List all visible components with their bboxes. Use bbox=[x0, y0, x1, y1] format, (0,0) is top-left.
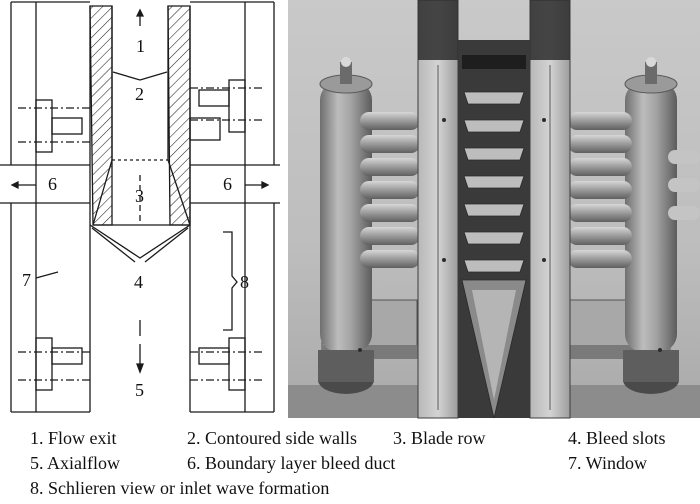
legend-row-3: 8. Schlieren view or inlet wave formatio… bbox=[30, 476, 700, 501]
cascade-photograph bbox=[288, 0, 700, 419]
callout-4: 4 bbox=[134, 272, 143, 292]
cascade-figure: 1 2 3 4 5 6 6 7 8 bbox=[0, 0, 700, 419]
legend-item-1: 1. Flow exit bbox=[30, 428, 117, 448]
legend-row-2: 5. Axialflow 6. Boundary layer bleed duc… bbox=[30, 451, 700, 476]
legend-item-7: 7. Window bbox=[568, 453, 647, 473]
callout-8: 8 bbox=[240, 272, 249, 292]
legend-item-6: 6. Boundary layer bleed duct bbox=[187, 453, 396, 473]
legend-item-3: 3. Blade row bbox=[393, 428, 486, 448]
callout-6-left: 6 bbox=[48, 174, 57, 194]
callout-1: 1 bbox=[136, 36, 145, 56]
legend-item-4: 4. Bleed slots bbox=[568, 428, 666, 448]
blade-row-shape bbox=[89, 224, 191, 259]
legend-item-8: 8. Schlieren view or inlet wave formatio… bbox=[30, 478, 330, 498]
callout-5: 5 bbox=[135, 380, 144, 400]
callout-3: 3 bbox=[135, 186, 144, 206]
schematic-drawing bbox=[0, 1, 280, 413]
callout-7: 7 bbox=[22, 270, 31, 290]
callout-6-right: 6 bbox=[223, 174, 232, 194]
legend: 1. Flow exit 2. Contoured side walls 3. … bbox=[30, 426, 700, 502]
callout-numbers: 1 2 3 4 5 6 6 7 8 bbox=[22, 36, 249, 400]
left-contoured-wall bbox=[89, 5, 113, 226]
legend-item-2: 2. Contoured side walls bbox=[187, 428, 357, 448]
photo-blade-row bbox=[463, 91, 525, 273]
callout-2: 2 bbox=[135, 84, 144, 104]
right-bleed-pipes bbox=[568, 112, 700, 268]
left-bleed-pipes bbox=[360, 112, 420, 268]
legend-item-5: 5. Axialflow bbox=[30, 453, 120, 473]
legend-row-1: 1. Flow exit 2. Contoured side walls 3. … bbox=[30, 426, 700, 451]
